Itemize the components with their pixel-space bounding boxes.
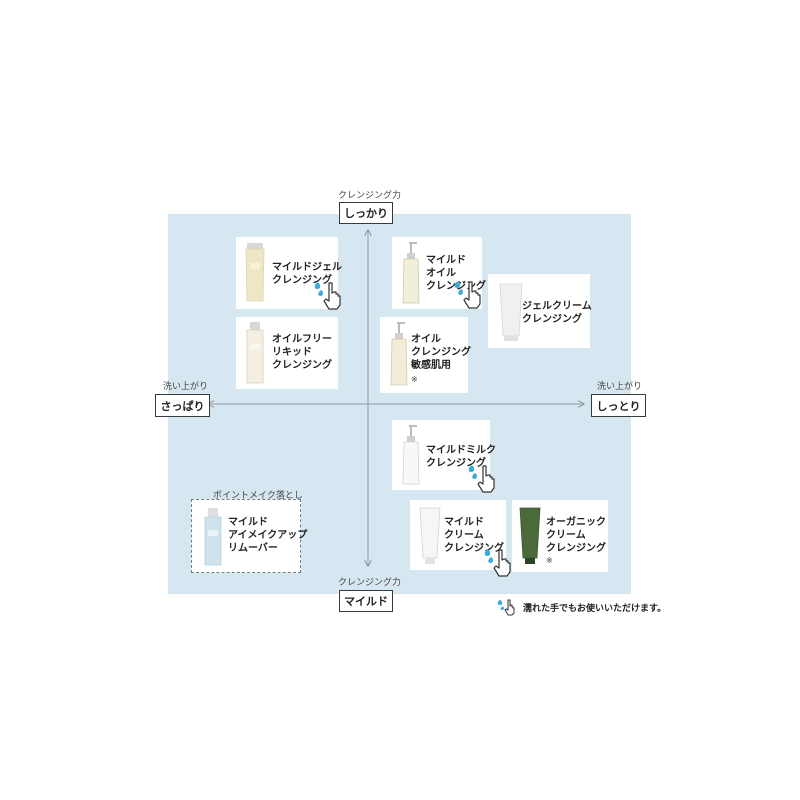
product-label: オーガニッククリームクレンジング	[546, 517, 606, 554]
product-card-mild-oil: マイルドオイルクレンジング	[392, 237, 486, 309]
product-label: マイルドアイメイクアップリムーバー	[228, 517, 308, 554]
wet-hand-icon	[454, 281, 481, 309]
top-caption: クレンジング力	[338, 191, 402, 201]
pump-bottle-icon	[390, 322, 408, 386]
product-card-oil-sensitive: オイルクレンジング敏感肌用 ※	[380, 317, 471, 393]
product-label: マイルドジェルクレンジング	[272, 262, 342, 286]
wet-hand-icon	[468, 465, 495, 493]
wet-hand-icon	[314, 282, 341, 310]
right-label: しっとり	[591, 394, 646, 417]
product-card-gel-cream: ジェルクリームクレンジング	[488, 274, 592, 348]
product-label: マイルドクリームクレンジング	[444, 517, 504, 554]
left-label: さっぱり	[155, 394, 210, 417]
wet-hand-icon	[484, 549, 511, 577]
tube-icon	[499, 283, 523, 341]
point-makeup-box: マイルドアイメイクアップリムーバー	[191, 499, 307, 573]
right-caption: 洗い上がり	[597, 382, 643, 392]
legend: 濡れた手でもお使いいただけます。	[497, 598, 666, 616]
bottom-label: マイルド	[339, 590, 393, 612]
bottom-caption: クレンジング力	[338, 578, 402, 588]
tube-icon	[419, 507, 441, 564]
product-card-oil-free-liquid: オイルフリーリキッドクレンジング	[236, 317, 338, 389]
product-card-mild-gel: マイルドジェルクレンジング	[236, 237, 342, 309]
bottle-icon	[204, 508, 222, 566]
pump-bottle-icon	[402, 425, 420, 485]
point-makeup-caption: ポイントメイク落とし	[213, 491, 303, 501]
tube-icon	[519, 507, 541, 564]
pump-bottle-icon	[402, 242, 420, 304]
legend-text: 濡れた手でもお使いいただけます。	[523, 603, 667, 614]
top-label: しっかり	[339, 202, 393, 224]
product-label: オイルクレンジング敏感肌用	[411, 334, 471, 371]
bottle-icon	[246, 322, 264, 384]
product-label: ジェルクリームクレンジング	[522, 301, 592, 325]
footnote-mark: ※	[411, 375, 418, 384]
tube-icon	[245, 243, 265, 302]
product-label: オイルフリーリキッドクレンジング	[272, 334, 332, 371]
wet-hand-icon	[497, 599, 515, 616]
product-label: マイルドミルククレンジング	[426, 445, 496, 469]
footnote-mark: ※	[546, 556, 553, 565]
product-card-organic-cream: オーガニッククリームクレンジング ※	[512, 500, 608, 572]
left-caption: 洗い上がり	[163, 382, 209, 392]
